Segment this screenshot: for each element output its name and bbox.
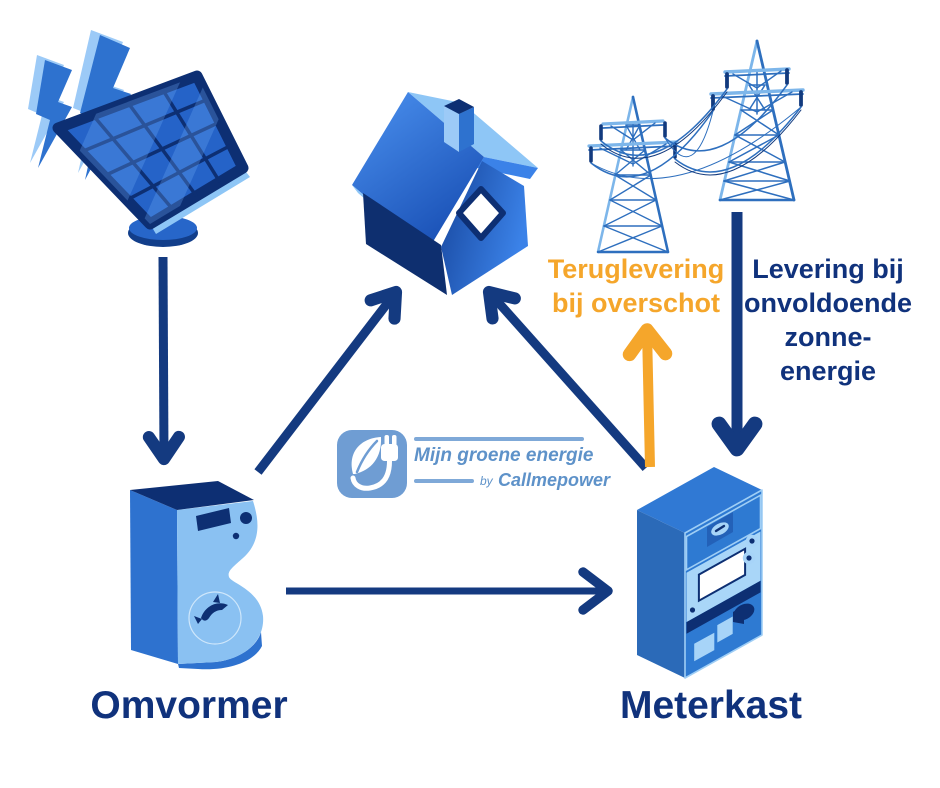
logo-byline: by Callmepower [414, 470, 610, 492]
electricity-meter-icon [637, 467, 763, 679]
pylon-right-insulators [711, 68, 803, 111]
delivery-line1: Levering bij [752, 254, 904, 284]
meter-side [637, 510, 685, 678]
power-cables [590, 84, 802, 180]
dolphin-logo-icon [194, 594, 228, 624]
house-roof-right-under [477, 157, 538, 179]
feed-in-line1: Teruglevering [547, 254, 725, 284]
meter-cabinet-label: Meterkast [619, 684, 803, 727]
house-window [456, 186, 506, 241]
house-wall-left [363, 193, 447, 295]
brand-logo: Mijn groene energie by Callmepower [337, 428, 612, 503]
inverter-bottom-lip [178, 632, 262, 670]
meter-top [637, 467, 762, 533]
inverter-label: Omvormer [90, 684, 288, 727]
arrow-meter-to-house [482, 285, 650, 471]
house-icon [352, 92, 538, 295]
arrow-solar-to-inverter [142, 256, 185, 466]
logo-brand-text: Mijn groene energie [414, 445, 594, 466]
delivery-line4: energie [779, 356, 877, 386]
inverter-side [130, 490, 178, 664]
inverter-brand-ring [188, 591, 242, 645]
solar-panel-icon [28, 30, 250, 247]
inverter-box-icon [130, 481, 264, 670]
feed-in-line2: bij overschot [551, 288, 721, 318]
inverter-display [196, 508, 231, 531]
delivery-line2: onvoldoende [744, 288, 912, 318]
delivery-annotation: Levering bij onvoldoende zonne- energie [717, 252, 939, 388]
flow-arrows [142, 212, 763, 615]
pylon-right [709, 39, 805, 202]
leaf-and-plug-icon [337, 430, 407, 498]
meter-terminal-left [694, 632, 715, 662]
inverter-top [130, 481, 254, 510]
meter-display-window [697, 547, 747, 603]
house-chimney [444, 99, 474, 152]
meter-cable-gland [733, 603, 755, 624]
meter-terminal-mid [717, 616, 733, 643]
logo-divider-top [414, 437, 584, 441]
meter-door-outline [685, 493, 762, 572]
panel-board-border [52, 70, 249, 230]
panel-grid-lines [80, 88, 233, 212]
inverter-knob [240, 512, 252, 524]
arrow-inverter-to-house [254, 285, 403, 475]
arrow-grid-to-meter [711, 212, 763, 457]
logo-divider-small [414, 479, 474, 483]
feed-in-annotation: Teruglevering bij overschot [525, 252, 747, 320]
delivery-line3: zonne- [784, 322, 872, 352]
arrow-inverter-to-meter [286, 567, 613, 615]
transmission-towers-icon [587, 39, 805, 254]
arrow-meter-to-grid-orange [622, 323, 673, 468]
pylon-left [587, 95, 679, 254]
pylon-left-insulators [589, 121, 677, 163]
inverter-led [232, 532, 240, 540]
logo-company-text: Callmepower [498, 470, 611, 490]
lightning-bolt-left-icon [36, 60, 72, 168]
meter-dark-band [686, 580, 761, 634]
logo-by-text: by [480, 474, 493, 488]
